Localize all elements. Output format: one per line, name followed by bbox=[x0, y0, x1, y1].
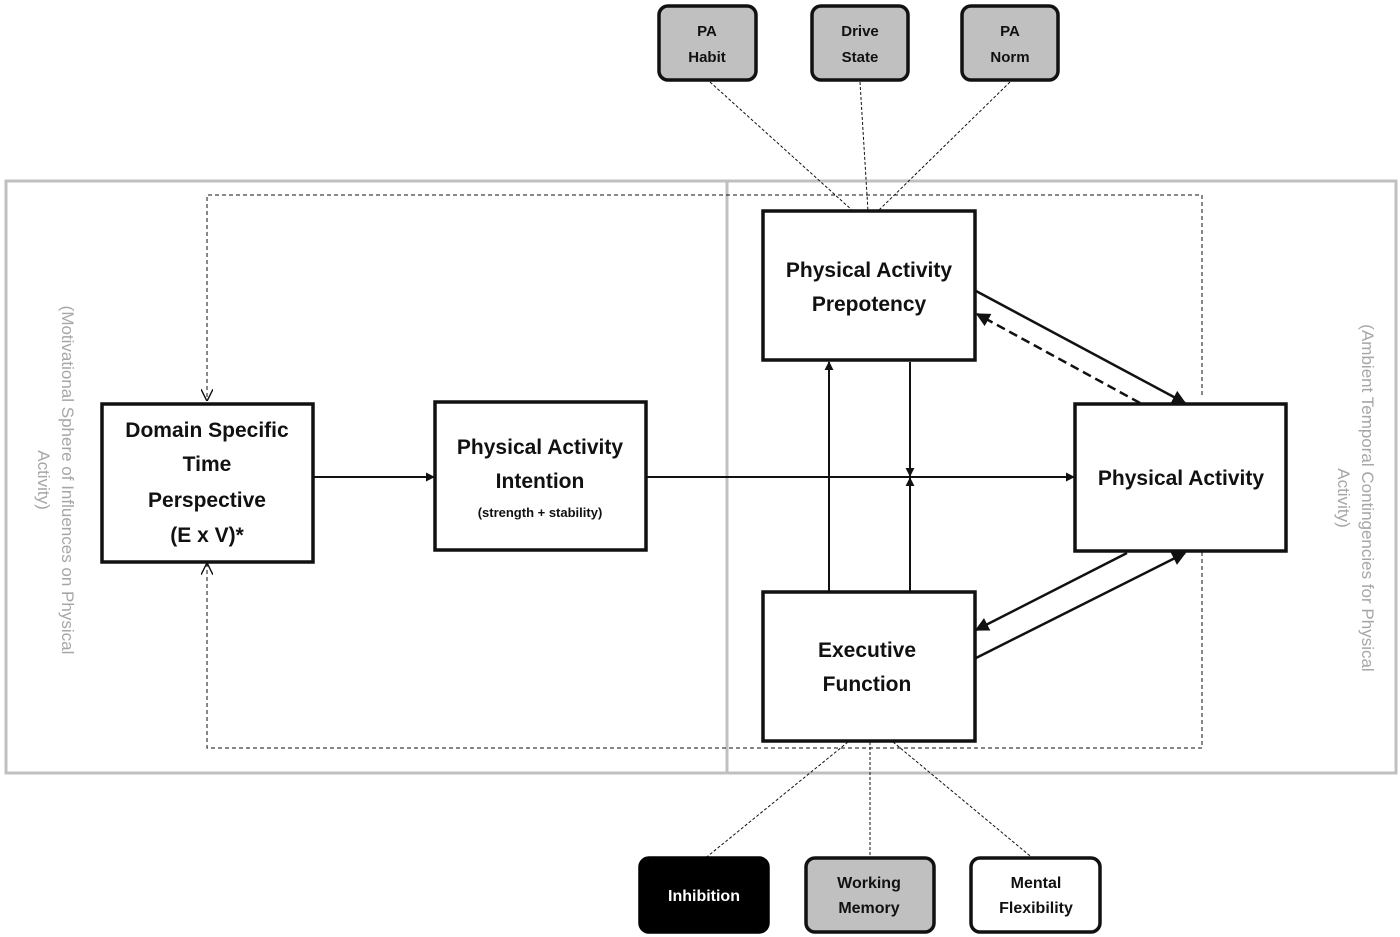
mental-flexibility-line-2: Flexibility bbox=[999, 900, 1073, 917]
arrow-ef-to-pa bbox=[975, 551, 1187, 660]
connector-drive-state bbox=[859, 81, 869, 212]
physical-activity-box: Physical Activity bbox=[1073, 402, 1288, 553]
intention-subtitle: (strength + stability) bbox=[478, 505, 603, 520]
right-sphere-label-line-1: (Ambient Temporal Contingencies for Phys… bbox=[1358, 324, 1377, 671]
intention-line-2: Intention bbox=[496, 470, 585, 493]
connector-mental-flexibility bbox=[892, 741, 1036, 861]
left-sphere-label-line-2: Activity) bbox=[34, 450, 53, 510]
working-memory-box: Working Memory bbox=[804, 856, 936, 934]
right-sphere-label-line-2: Activity) bbox=[1334, 468, 1353, 528]
drive-state-box: Drive State bbox=[810, 4, 910, 82]
connector-inhibition bbox=[702, 741, 849, 861]
physical-activity-label: Physical Activity bbox=[1098, 467, 1264, 490]
inhibition-box: Inhibition bbox=[638, 856, 770, 934]
mental-flexibility-box: Mental Flexibility bbox=[969, 856, 1102, 934]
working-memory-line-1: Working bbox=[837, 875, 901, 892]
executive-function-box: Executive Function bbox=[761, 590, 977, 743]
pa-norm-box: PA Norm bbox=[960, 4, 1060, 82]
time-perspective-line-1: Domain Specific bbox=[125, 419, 289, 442]
intention-box: Physical Activity Intention (strength + … bbox=[433, 400, 648, 552]
working-memory-line-2: Memory bbox=[838, 900, 899, 917]
drive-state-line-2: State bbox=[842, 49, 879, 66]
prepotency-line-1: Physical Activity bbox=[786, 259, 952, 282]
left-sphere-label-line-1: (Motivational Sphere of Influences on Ph… bbox=[58, 306, 77, 655]
connector-pa-habit bbox=[709, 81, 854, 212]
time-perspective-line-4: (E x V)* bbox=[170, 524, 244, 547]
arrow-pa-to-ef bbox=[974, 551, 1128, 632]
pa-habit-line-1: PA bbox=[697, 23, 717, 40]
pa-norm-line-2: Norm bbox=[990, 49, 1029, 66]
time-perspective-line-2: Time bbox=[183, 453, 232, 476]
intention-line-1: Physical Activity bbox=[457, 436, 623, 459]
executive-function-line-1: Executive bbox=[818, 639, 916, 662]
feedback-dashed-top bbox=[207, 194, 1203, 400]
pa-habit-box: PA Habit bbox=[657, 4, 758, 82]
connector-pa-norm bbox=[877, 81, 1011, 212]
prepotency-box: Physical Activity Prepotency bbox=[761, 209, 977, 362]
right-sphere-label: (Ambient Temporal Contingencies for Phys… bbox=[1334, 324, 1377, 671]
pa-habit-line-2: Habit bbox=[688, 49, 726, 66]
prepotency-line-2: Prepotency bbox=[812, 293, 927, 316]
mental-flexibility-line-1: Mental bbox=[1011, 875, 1062, 892]
time-perspective-line-3: Perspective bbox=[148, 489, 266, 512]
inhibition-label: Inhibition bbox=[668, 888, 740, 905]
pa-norm-line-1: PA bbox=[1000, 23, 1020, 40]
arrow-prepotency-to-pa bbox=[975, 289, 1187, 405]
executive-function-line-2: Function bbox=[823, 673, 912, 696]
drive-state-line-1: Drive bbox=[841, 23, 879, 40]
left-sphere-label: (Motivational Sphere of Influences on Ph… bbox=[34, 306, 77, 655]
time-perspective-box: Domain Specific Time Perspective (E x V)… bbox=[100, 402, 315, 564]
feedback-dashed-bottom bbox=[207, 552, 1203, 749]
arrow-pa-to-prepotency-dashed bbox=[975, 312, 1141, 405]
